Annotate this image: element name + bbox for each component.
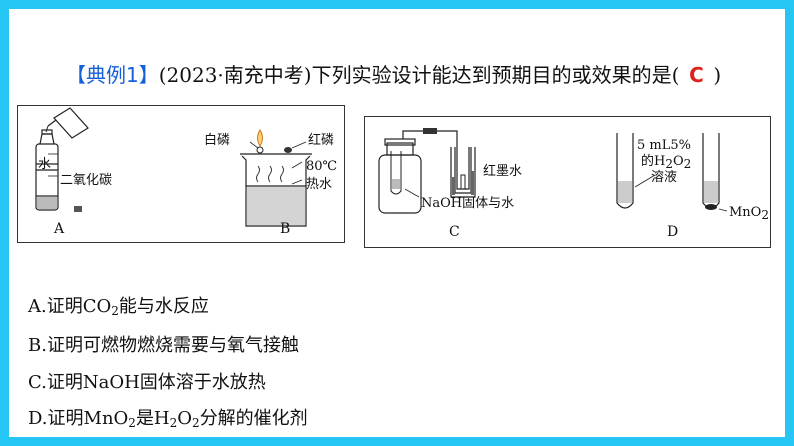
glass-tube xyxy=(402,130,470,190)
question-header: 【典例1】(2023·南充中考)下列实验设计能达到预期目的或效果的是( C) xyxy=(66,59,721,88)
red-phosphorus xyxy=(284,147,292,153)
caption-b: B xyxy=(280,221,291,237)
flask xyxy=(378,138,422,214)
label-hot-water: 热水 xyxy=(306,177,333,192)
figure-ab-panel: 水 二氧化碳 A 白磷 红磷 80℃ 热水 B xyxy=(17,105,345,243)
red-ink xyxy=(452,177,455,195)
water-stream xyxy=(45,125,49,133)
experiment-c-d-drawing xyxy=(378,128,728,214)
flame-icon xyxy=(257,129,263,147)
option-c[interactable]: C.证明NaOH固体溶于水放热 xyxy=(28,372,266,393)
plastic-bottle xyxy=(35,129,59,211)
label-temperature: 80℃ xyxy=(306,159,338,174)
pouring-beaker xyxy=(47,107,89,139)
answer-text: C xyxy=(689,63,704,87)
label-mno2: MnO2 xyxy=(729,205,769,223)
experiment-a-b-drawing xyxy=(35,107,312,227)
label-h2o2-h: 的H xyxy=(641,154,666,169)
steam-lines xyxy=(256,165,284,183)
u-tube xyxy=(450,147,476,198)
question-text: 下列实验设计能达到预期目的或效果的是( xyxy=(311,63,680,87)
option-a[interactable]: A.证明CO2能与水反应 xyxy=(28,296,209,318)
label-red-ink: 红墨水 xyxy=(483,164,523,179)
bottle-water xyxy=(37,197,57,209)
hot-water xyxy=(247,187,305,225)
mno2-powder xyxy=(705,204,717,210)
option-d[interactable]: D.证明MnO2是H2O2分解的催化剂 xyxy=(28,408,308,430)
label-h2o2: 的H2O2 xyxy=(641,154,692,172)
caption-c: C xyxy=(449,224,460,240)
inner-test-tube xyxy=(390,151,402,195)
test-tube-left xyxy=(616,133,634,209)
label-red-phosphorus: 红磷 xyxy=(308,133,335,148)
rubber-tube xyxy=(423,128,437,134)
white-phosphorus xyxy=(256,146,264,154)
bottle-cap xyxy=(74,206,82,212)
h2o2-solution-left xyxy=(618,181,632,203)
example-tag: 【典例1】 xyxy=(66,63,159,87)
question-source: (2023·南充中考) xyxy=(158,63,312,87)
label-white-phosphorus: 白磷 xyxy=(204,133,231,148)
label-water: 水 xyxy=(38,157,52,172)
label-concentration: 5 mL5% xyxy=(637,138,691,153)
question-close: ) xyxy=(713,63,722,87)
label-naoh: NaOH固体与水 xyxy=(421,196,515,211)
figure-cd-panel: 红墨水 NaOH固体与水 C 5 mL5% 的H2O2 溶液 MnO2 D xyxy=(364,116,771,248)
option-b[interactable]: B.证明可燃物燃烧需要与氧气接触 xyxy=(28,335,299,356)
label-solution: 溶液 xyxy=(651,170,678,185)
h2o2-solution-right xyxy=(704,181,718,203)
caption-d: D xyxy=(667,224,679,240)
label-co2: 二氧化碳 xyxy=(60,173,113,188)
caption-a: A xyxy=(54,221,65,237)
hot-water-beaker xyxy=(240,153,312,227)
